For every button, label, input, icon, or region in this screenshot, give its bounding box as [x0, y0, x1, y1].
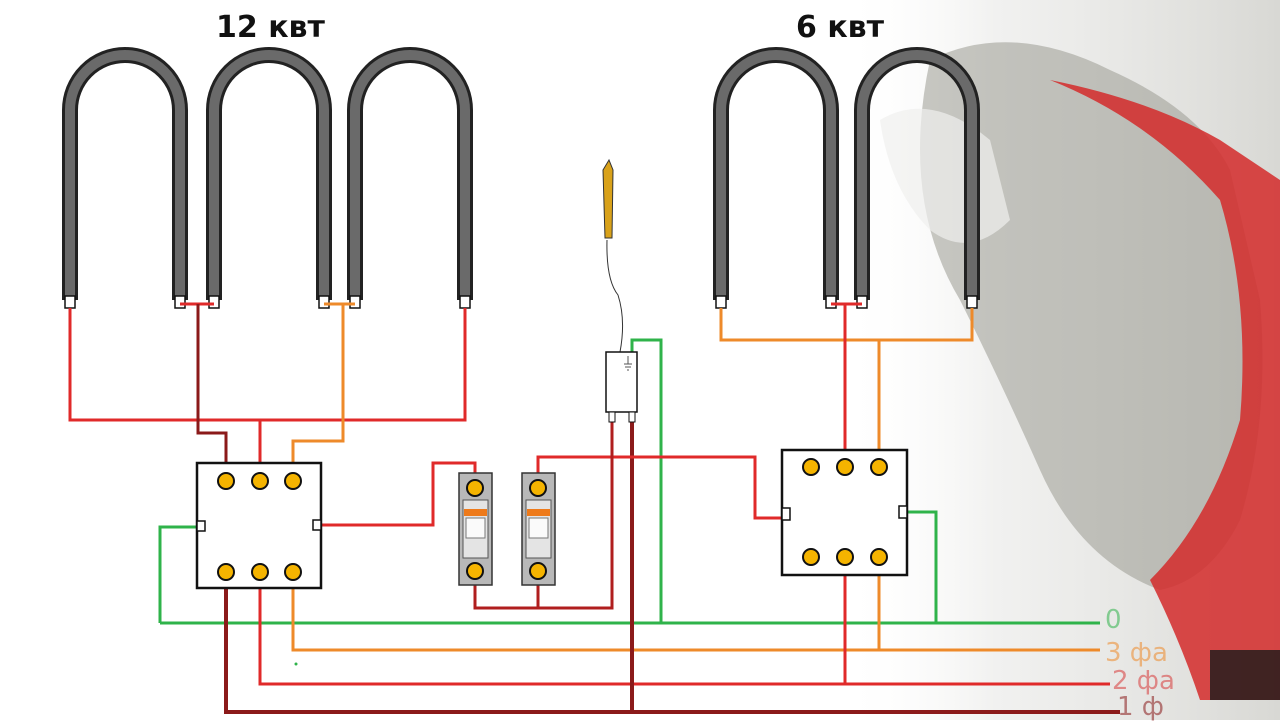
heater-6kw: [713, 47, 980, 300]
legend-neutral: 0: [1105, 605, 1122, 635]
legend-phase3: 3 фа: [1105, 638, 1168, 668]
bus-phase1: [224, 418, 1120, 714]
heater-12kw: [62, 47, 473, 300]
contactor-12kw: [195, 461, 323, 590]
circuit-breaker-2: [521, 472, 556, 586]
legend-phase1: 1 ф: [1117, 692, 1165, 722]
circuit-breaker-1: [458, 472, 493, 586]
contactor-terminal: [217, 472, 302, 581]
wiring-6kw: [719, 302, 974, 464]
heater-element: [854, 47, 980, 300]
contactor-terminal: [802, 458, 888, 566]
legend-phase2: 2 фа: [1112, 666, 1175, 696]
glove-photo: [840, 0, 1280, 720]
heater-element: [347, 47, 473, 300]
wiring-12kw: [68, 302, 467, 478]
stray-dot: [294, 662, 298, 666]
heater-terminals: [64, 295, 978, 309]
heater-element: [206, 47, 332, 300]
heater-element: [62, 47, 188, 300]
contactor-6kw: [780, 448, 909, 577]
heater-element: [713, 47, 839, 300]
title-12kw: 12 квт: [216, 10, 325, 45]
title-6kw: 6 квт: [796, 10, 885, 45]
bus-phase2: [258, 557, 1110, 686]
thermostat: [602, 158, 638, 423]
